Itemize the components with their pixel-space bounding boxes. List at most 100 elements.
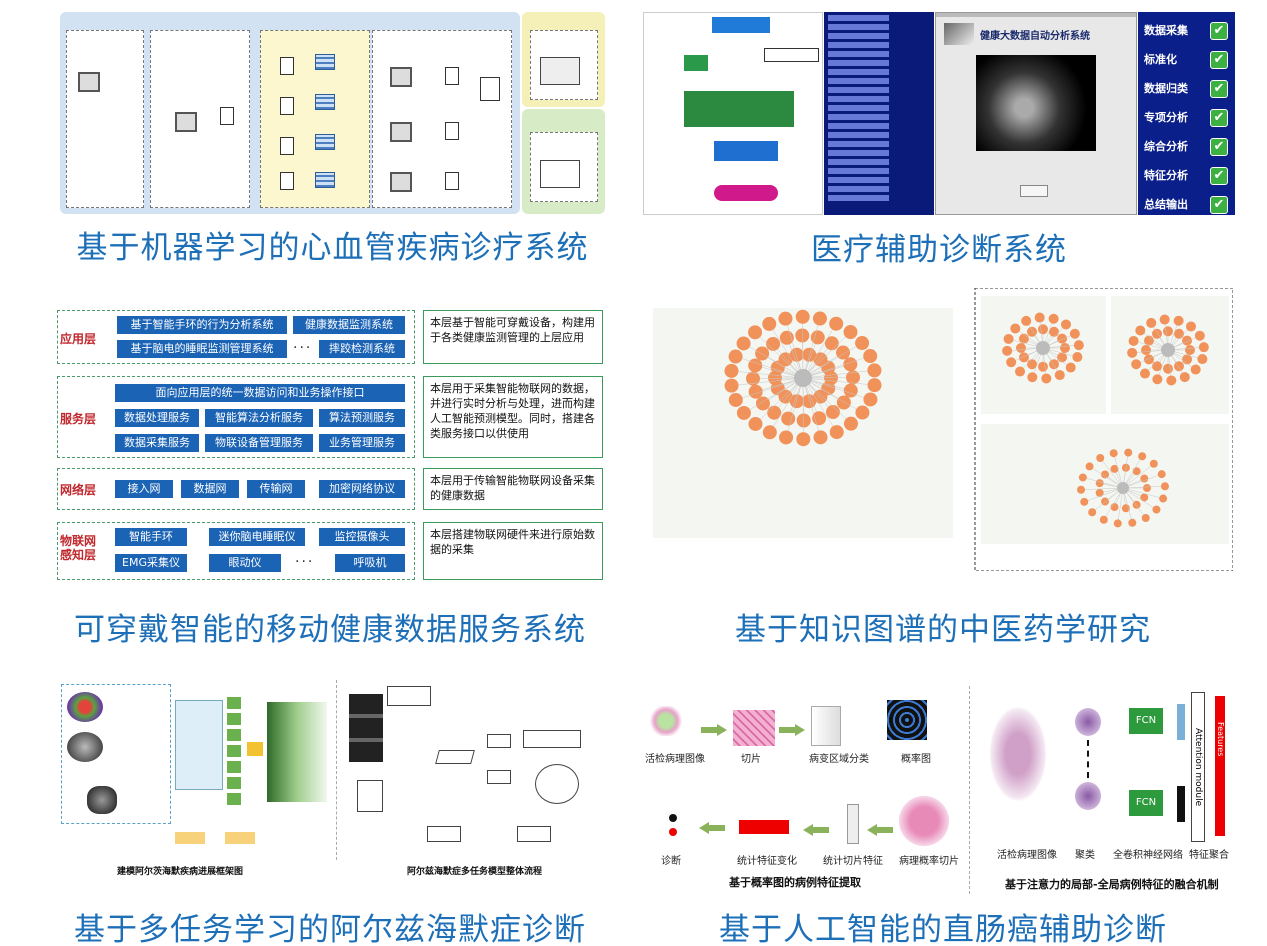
menu-item[interactable]: 标准化 ✔ — [1144, 49, 1230, 71]
table-icon — [315, 134, 335, 150]
features-label: Features — [1216, 722, 1225, 757]
graph-node — [1088, 508, 1097, 517]
module-box-1 — [66, 30, 144, 208]
node-label: 统计特征变化 — [737, 856, 797, 867]
layer-button: 基于脑电的睡眠监测管理系统 — [117, 340, 287, 358]
graph-node — [1034, 312, 1045, 323]
graph-edge — [755, 377, 804, 425]
graph-edge — [1122, 473, 1162, 489]
graph-edge — [731, 377, 804, 386]
window-titlebar — [936, 13, 1136, 17]
graph-node — [1002, 345, 1013, 356]
graph-node — [779, 430, 794, 445]
menu-item-label: 标准化 — [1144, 53, 1177, 66]
layer-application — [57, 310, 415, 364]
graph-node — [736, 405, 751, 420]
layer-button: 物联设备管理服务 — [205, 434, 313, 452]
flow-box — [427, 826, 461, 842]
envelope-icon — [540, 160, 580, 188]
graph-node — [1152, 505, 1161, 514]
graph-node — [1057, 333, 1068, 344]
layer-button: 监控摄像头 — [319, 528, 405, 546]
framework-region — [57, 680, 337, 860]
graph-node — [1065, 362, 1076, 373]
check-icon: ✔ — [1210, 196, 1228, 214]
graph-node — [1038, 361, 1048, 372]
graph-node — [1095, 479, 1104, 488]
list-row — [828, 195, 930, 201]
node-label: 特征聚合 — [1189, 850, 1229, 861]
menu-item[interactable]: 数据采集✔ — [1144, 20, 1230, 42]
computer-icon — [175, 112, 197, 132]
graph-edge — [802, 318, 821, 379]
check-icon: ✔ — [1210, 51, 1228, 69]
graph-node — [863, 392, 878, 407]
graph-hub — [794, 369, 812, 387]
node-label: 概率图 — [901, 754, 931, 765]
graph-node — [825, 405, 840, 420]
caption-wearable: 可穿戴智能的移动健康数据服务系统 — [74, 612, 586, 648]
layer-button: 摔跤检测系统 — [319, 340, 405, 358]
graph-node — [796, 432, 811, 447]
window-logo — [944, 23, 974, 45]
graph-node — [1060, 343, 1070, 353]
feature-vector — [739, 820, 789, 834]
graph-edge — [1122, 487, 1133, 523]
feature-block — [175, 700, 223, 790]
graph-node — [1080, 497, 1089, 506]
layer-name: 服务层 — [60, 412, 97, 426]
node-label: 病变区域分类 — [809, 754, 869, 765]
clipboard-icon — [357, 780, 383, 812]
list-row — [828, 186, 930, 192]
graph-node — [1027, 359, 1037, 370]
menu-item[interactable]: 数据归类✔ — [1144, 78, 1230, 100]
legend-chip — [175, 832, 205, 844]
graph-node — [755, 396, 770, 411]
graph-edge — [735, 377, 804, 401]
probability-slice — [899, 796, 949, 846]
graph-node — [1143, 484, 1151, 492]
flow-box — [487, 734, 511, 748]
table-icon — [315, 54, 335, 70]
layer-button: 业务管理服务 — [319, 434, 405, 452]
graph-edge — [1089, 466, 1124, 489]
computer-icon — [390, 172, 412, 192]
feature-strip — [1177, 704, 1185, 740]
arrow-icon — [803, 824, 829, 836]
graph-node — [728, 349, 743, 364]
graph-edge — [1122, 487, 1157, 510]
list-row — [828, 168, 930, 174]
graph-node — [736, 336, 751, 351]
graph-edge — [1081, 487, 1124, 491]
graph-node — [1048, 313, 1059, 324]
flow-node — [684, 55, 708, 71]
graph-node — [748, 325, 763, 340]
graph-edge — [1100, 457, 1124, 489]
confirm-button[interactable] — [1020, 185, 1048, 197]
graph-hub — [1161, 343, 1175, 357]
graph-node — [1127, 347, 1138, 358]
graph-node — [1166, 375, 1177, 386]
diagnosis-dot — [669, 814, 677, 822]
list-row — [828, 132, 930, 138]
legend-chip — [225, 832, 255, 844]
graph-node — [1152, 328, 1162, 339]
menu-item[interactable]: 综合分析✔ — [1144, 136, 1230, 158]
ellipsis: ··· — [295, 554, 315, 570]
graph-node — [855, 336, 870, 351]
graph-node — [812, 311, 827, 326]
graph-node — [1021, 315, 1032, 326]
slice-image — [733, 710, 775, 746]
graph-node — [812, 411, 827, 426]
graph-node — [1077, 485, 1086, 494]
feature-strip — [1177, 786, 1185, 822]
menu-item[interactable]: 特征分析✔ — [1144, 165, 1230, 187]
graph-node — [1128, 518, 1137, 527]
graph-node — [1197, 354, 1208, 365]
menu-item[interactable]: 专项分析✔ — [1144, 107, 1230, 129]
menu-item-label: 数据归类 — [1144, 82, 1188, 95]
graph-node — [1072, 352, 1083, 363]
menu-item[interactable]: 总结输出✔ — [1144, 194, 1230, 216]
layer-description: 本层搭建物联网硬件来进行原始数据的采集 — [423, 522, 603, 580]
graph-node — [1016, 343, 1026, 353]
